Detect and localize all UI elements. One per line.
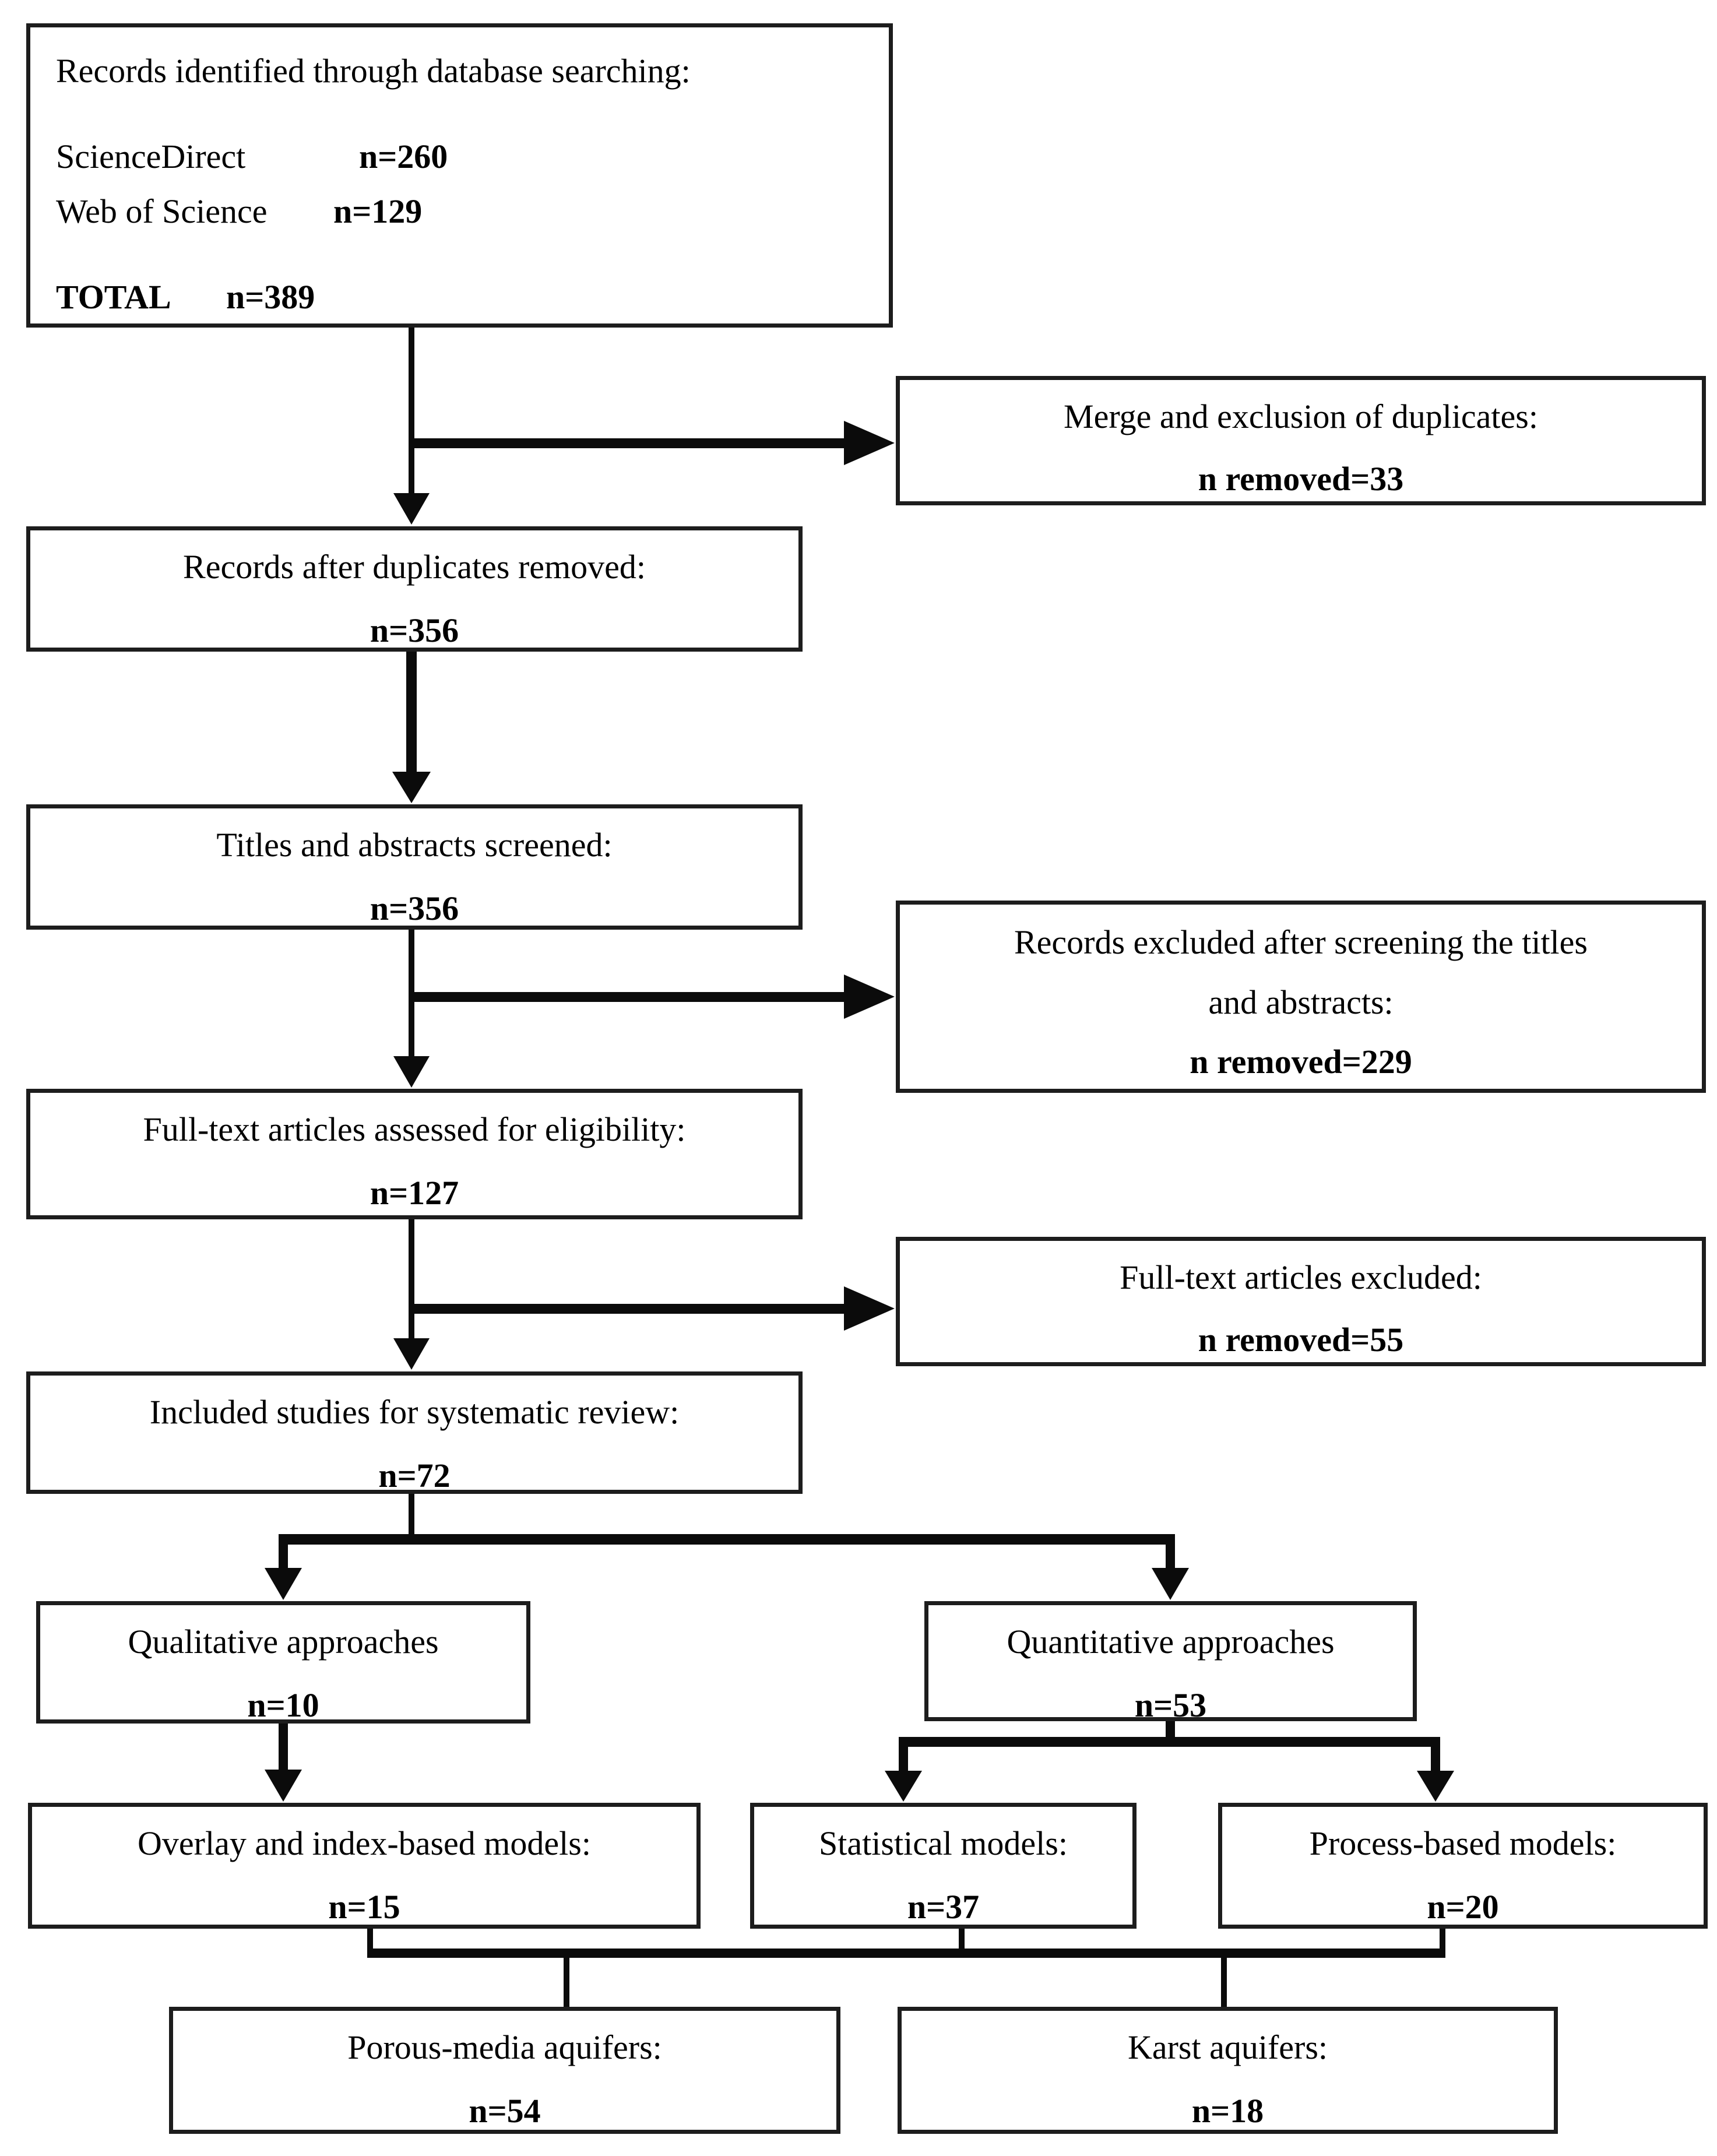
box-label: Merge and exclusion of duplicates: [1064, 398, 1538, 435]
box-process-based-models: Process-based models: n=20 [1218, 1803, 1708, 1929]
arrow-branch-fulltext-excluded [409, 1286, 895, 1331]
arrow-titles-to-fulltext-assessed [393, 930, 430, 1088]
source-label: Web of Science [56, 192, 268, 231]
box-fulltext-excluded: Full-text articles excluded: n removed=5… [896, 1237, 1706, 1366]
box-count: n=15 [328, 1887, 400, 1926]
box-label: Quantitative approaches [1007, 1623, 1335, 1661]
box-label: Full-text articles excluded: [1120, 1258, 1482, 1296]
source-label: ScienceDirect [56, 137, 246, 175]
box-label-line2: and abstracts: [1208, 983, 1394, 1021]
box-count: n=127 [370, 1173, 459, 1212]
box-included-studies: Included studies for systematic review: … [26, 1371, 803, 1494]
box-count: n=72 [378, 1456, 451, 1494]
arrow-qualitative-to-overlay [265, 1724, 302, 1802]
arrow-after-duplicates-to-titles-screened [392, 652, 431, 803]
box-label: Karst aquifers: [1127, 2028, 1328, 2066]
box-label: Qualitative approaches [128, 1623, 439, 1661]
box-label: Records after duplicates removed: [183, 548, 646, 586]
connector-models-to-aquifers [367, 1928, 1445, 2007]
box-count: n=10 [247, 1686, 319, 1724]
box-label-line1: Records excluded after screening the tit… [1014, 923, 1588, 961]
connector-included-split [265, 1493, 1189, 1600]
box-count: n=37 [907, 1887, 980, 1926]
records-identified-title: Records identified through database sear… [56, 52, 691, 90]
box-count: n=54 [469, 2091, 541, 2130]
box-titles-screened: Titles and abstracts screened: n=356 [26, 804, 803, 930]
box-records-identified: Records identified through database sear… [26, 23, 893, 328]
box-after-duplicates: Records after duplicates removed: n=356 [26, 526, 803, 652]
box-count: n=356 [370, 889, 459, 927]
box-fulltext-assessed: Full-text articles assessed for eligibil… [26, 1089, 803, 1219]
box-label: Overlay and index-based models: [138, 1824, 591, 1862]
box-porous-media-aquifers: Porous-media aquifers: n=54 [169, 2007, 840, 2134]
box-label: Included studies for systematic review: [149, 1393, 680, 1431]
arrow-branch-merge-duplicates [409, 421, 895, 465]
box-count: n=20 [1427, 1887, 1499, 1926]
box-karst-aquifers: Karst aquifers: n=18 [898, 2007, 1558, 2134]
box-count: n=18 [1191, 2091, 1264, 2130]
source-count: n=129 [333, 192, 423, 231]
box-label: Titles and abstracts screened: [216, 826, 613, 864]
box-quantitative-approaches: Quantitative approaches n=53 [924, 1601, 1417, 1724]
box-records-excluded: Records excluded after screening the tit… [896, 901, 1706, 1093]
box-label: Full-text articles assessed for eligibil… [143, 1110, 686, 1148]
box-label: Process-based models: [1309, 1824, 1617, 1862]
box-qualitative-approaches: Qualitative approaches n=10 [36, 1601, 530, 1724]
source-web-of-science: Web of Science n=129 [56, 192, 889, 231]
box-overlay-index-models: Overlay and index-based models: n=15 [28, 1803, 701, 1929]
arrow-branch-records-excluded [409, 975, 895, 1019]
source-sciencedirect: ScienceDirect n=260 [56, 137, 889, 175]
arrow-fulltext-to-included [393, 1219, 430, 1370]
total-count: n=389 [226, 277, 315, 316]
arrow-identified-to-after-duplicates [393, 326, 430, 525]
box-count: n=356 [370, 611, 459, 649]
connector-quantitative-split [885, 1721, 1454, 1802]
box-label: Statistical models: [819, 1824, 1068, 1862]
box-count: n=53 [1134, 1686, 1207, 1724]
total-label: TOTAL [56, 277, 171, 316]
source-count: n=260 [359, 137, 448, 175]
box-statistical-models: Statistical models: n=37 [750, 1803, 1137, 1929]
box-count: n removed=229 [1190, 1043, 1412, 1081]
box-count: n removed=55 [1198, 1320, 1404, 1359]
box-count: n removed=33 [1198, 459, 1404, 498]
box-label: Porous-media aquifers: [347, 2028, 662, 2066]
source-total: TOTAL n=389 [56, 279, 889, 316]
box-merge-duplicates: Merge and exclusion of duplicates: n rem… [896, 376, 1706, 505]
